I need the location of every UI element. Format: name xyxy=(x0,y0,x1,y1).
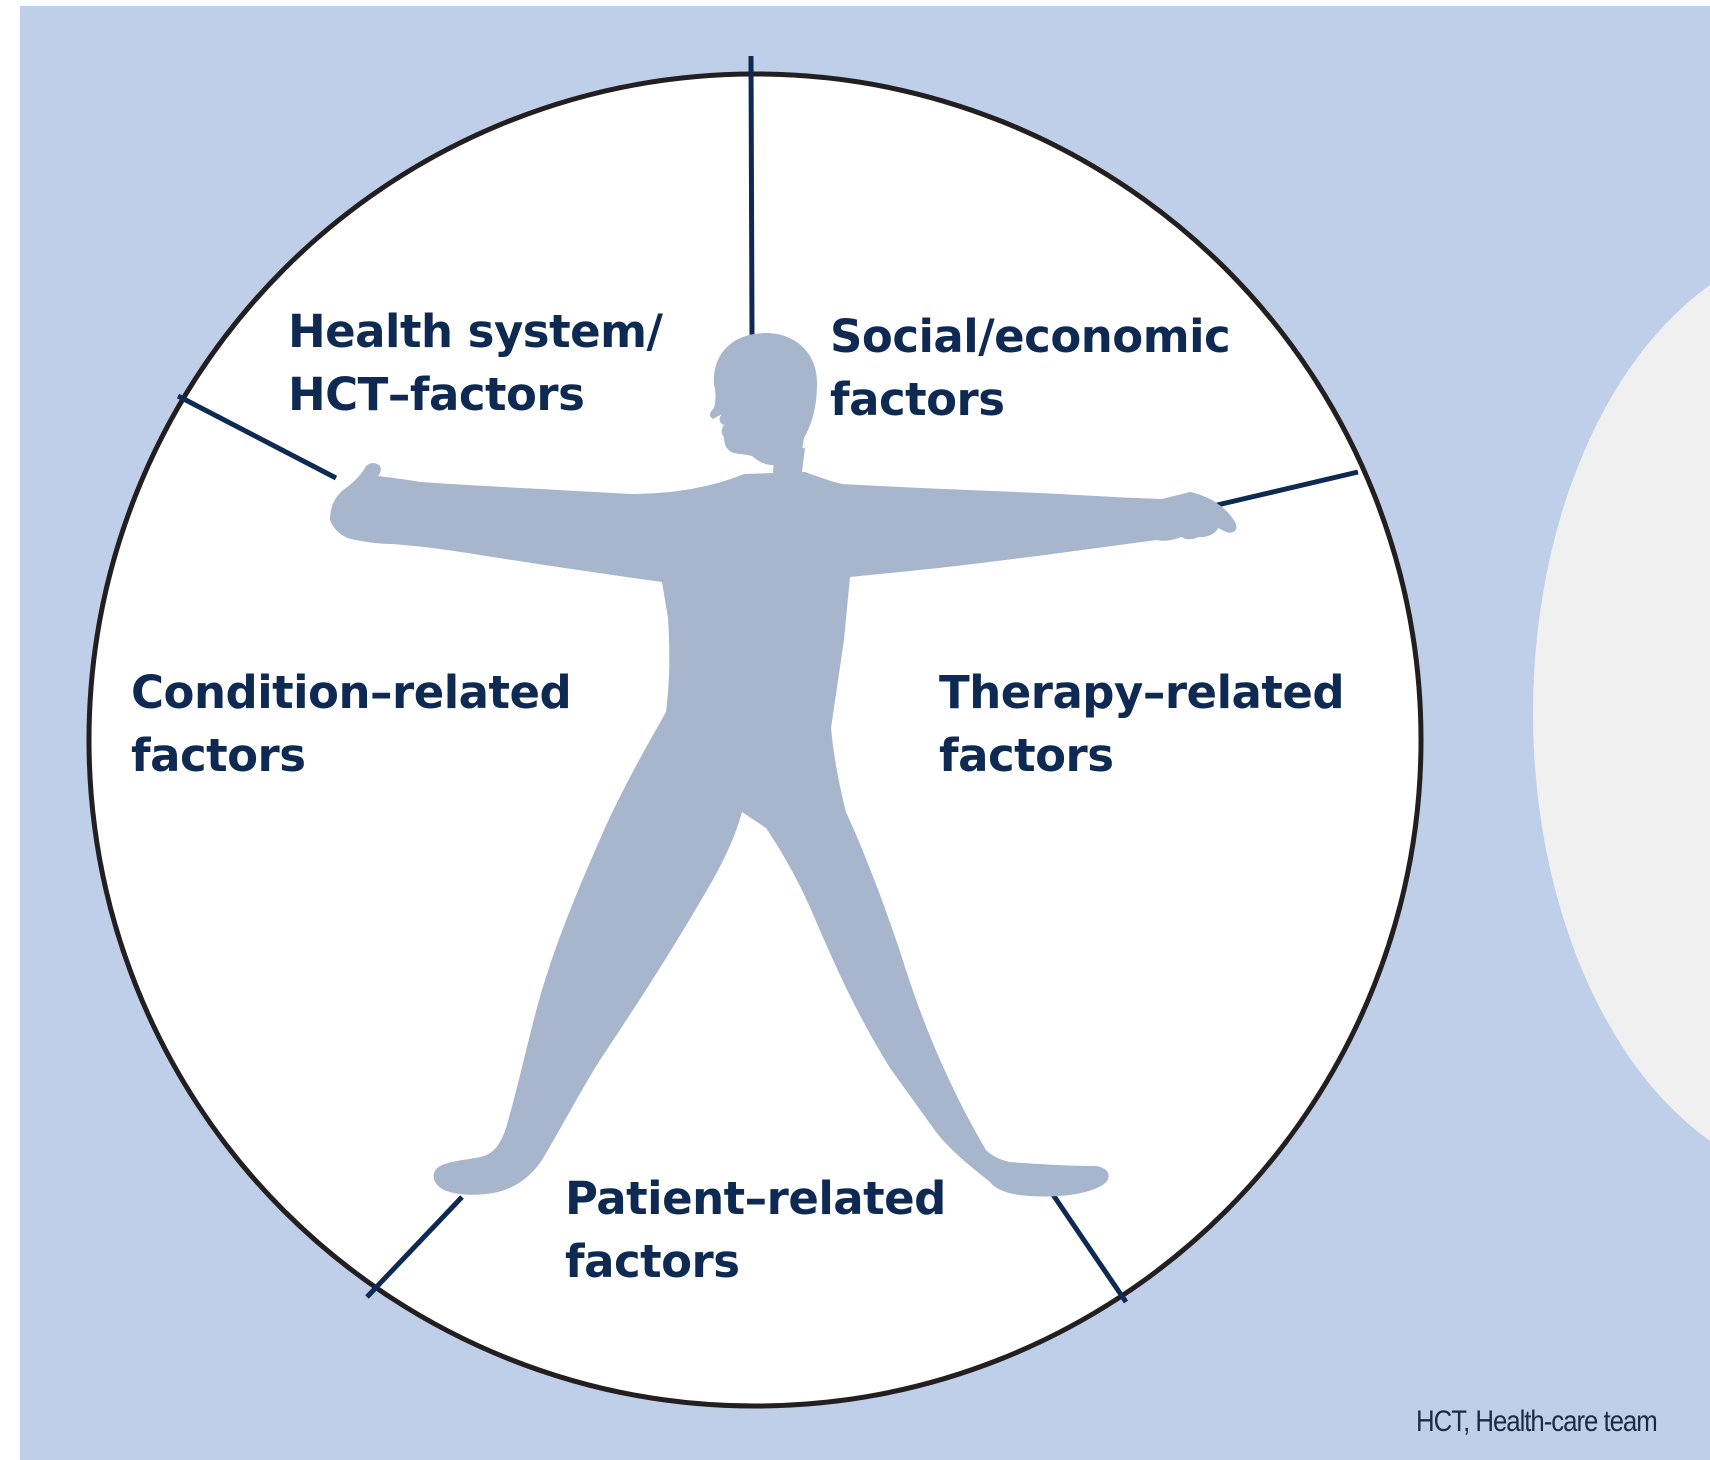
label-social-economic-line2: factors xyxy=(830,373,1005,426)
label-health-system-line2: HCT–factors xyxy=(288,368,585,421)
human-figure-icon xyxy=(330,333,1237,1197)
label-social-economic-line1: Social/economic xyxy=(830,310,1231,363)
label-patient-related-line2: factors xyxy=(565,1235,740,1288)
label-therapy-related-line2: factors xyxy=(939,729,1114,782)
label-patient-related-line1: Patient–related xyxy=(565,1172,946,1225)
label-condition-related-line1: Condition–related xyxy=(131,666,572,719)
label-health-system: Health system/ HCT–factors xyxy=(288,300,663,426)
divider-top xyxy=(748,55,755,337)
label-patient-related: Patient–related factors xyxy=(565,1167,946,1293)
footnote: HCT, Health-care team xyxy=(1416,1405,1658,1438)
label-therapy-related: Therapy–related factors xyxy=(939,661,1345,787)
label-condition-related: Condition–related factors xyxy=(131,661,572,787)
divider-lower-right xyxy=(1040,1178,1129,1304)
label-health-system-line1: Health system/ xyxy=(288,305,663,358)
divider-upper-left xyxy=(176,393,338,481)
divider-upper-right xyxy=(1212,469,1359,509)
label-social-economic: Social/economic factors xyxy=(830,305,1231,431)
divider-lower-left xyxy=(365,1195,464,1299)
label-therapy-related-line1: Therapy–related xyxy=(939,666,1345,719)
inner-disc xyxy=(1533,285,1710,1141)
label-condition-related-line2: factors xyxy=(131,729,306,782)
